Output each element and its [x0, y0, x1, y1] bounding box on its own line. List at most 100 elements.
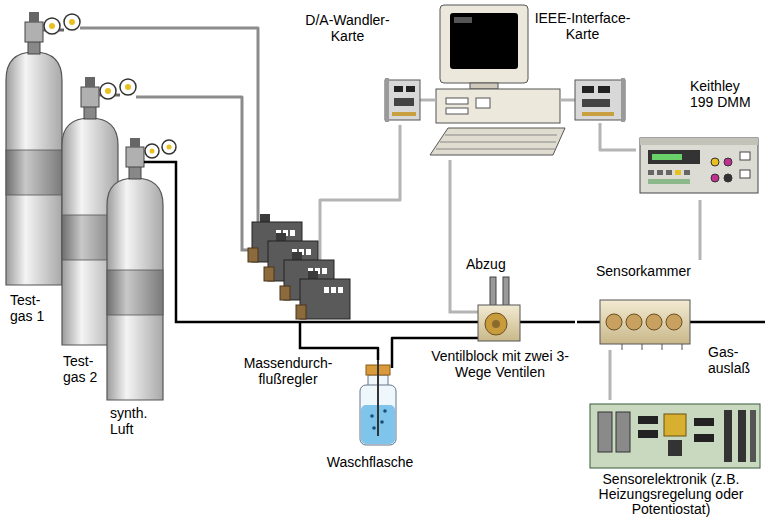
monitor: [440, 5, 528, 83]
gas-sensor: [626, 314, 642, 330]
valve-cable: [450, 160, 478, 312]
multimeter: [640, 138, 758, 193]
air-tube: [425, 321, 478, 324]
gas-sensor: [646, 314, 662, 330]
controller-knob: [260, 214, 270, 222]
node-label: Massendurch- flußregler: [238, 355, 338, 387]
cylinder-body: [6, 52, 62, 285]
board-chip: [638, 416, 658, 424]
wash-bottle: [360, 360, 396, 445]
controller-body: [300, 279, 350, 319]
drive-slot: [446, 98, 468, 104]
gas-bubble: [370, 414, 374, 418]
mass-flow-controller: Massendurch- flußregler: [230, 215, 355, 395]
gas-outlet-tube: [690, 321, 765, 324]
node-label: Waschflasche: [318, 454, 422, 470]
sensor-chamber: Sensorkammer: [592, 260, 707, 350]
card-chip: [598, 86, 610, 93]
meter-button: [648, 170, 654, 175]
controller-display: [290, 230, 295, 236]
key-row: [445, 135, 557, 136]
card-bracket: [621, 78, 625, 122]
exhaust-label: Abzug: [466, 256, 516, 272]
controller-knob: [308, 271, 318, 279]
valve-block: [425, 277, 575, 341]
valve-handle: [130, 138, 140, 147]
wash-bottle: Waschflasche: [318, 360, 424, 475]
chamber-housing: [600, 300, 690, 344]
meter-button: [666, 170, 672, 175]
valve-body: [81, 87, 99, 107]
flow-controller: [296, 271, 350, 319]
screen-glare: [454, 17, 472, 23]
outlet-label: Gas- auslaß: [708, 344, 754, 376]
meter-terminal: [711, 174, 719, 182]
pressure-gauge: [44, 18, 60, 34]
meter-switch: [740, 152, 750, 160]
board-transformer: [664, 414, 686, 436]
gauge-center: [150, 149, 155, 154]
label-anchor: Abzug: [466, 256, 516, 272]
circuit-board: [590, 404, 760, 468]
card-chip: [394, 86, 403, 92]
mass-flow-controllers: [230, 214, 355, 348]
card-chip: [582, 99, 610, 107]
meter-button: [675, 170, 681, 175]
node-label: Keithley 199 DMM: [690, 78, 760, 110]
meter-terminal: [724, 158, 732, 166]
gas-tube: [136, 96, 146, 99]
tube-connector: [577, 321, 592, 324]
gas-bubble: [383, 409, 387, 413]
board-chip: [638, 430, 658, 438]
card-chip: [406, 86, 415, 92]
sensor-pin: [682, 344, 683, 350]
air-tube: [425, 337, 478, 340]
air-tube: [300, 322, 355, 348]
gauge-center: [69, 19, 75, 25]
node-label: IEEE-Interface- Karte: [530, 10, 635, 42]
card-board: [575, 80, 625, 120]
board-connector: [750, 410, 756, 462]
control-cable: [319, 215, 322, 262]
gas-cylinder: Test- gas 1: [4, 10, 90, 330]
controller-display: [306, 249, 311, 255]
controller-valve: [280, 286, 290, 300]
card-chip: [394, 98, 414, 106]
gas-sensor: [666, 314, 682, 330]
controller-display: [331, 287, 336, 293]
gas-tube: [80, 27, 90, 30]
valve-handle: [85, 77, 95, 87]
drive-slot: [476, 98, 490, 108]
interface-card: IEEE-Interface- Karte: [530, 8, 637, 123]
gas-cylinder-3: [107, 138, 183, 400]
sensor-electronics: [590, 404, 760, 468]
air-tube: [520, 321, 575, 324]
card-bracket: [385, 78, 389, 122]
interface-card: D/A-Wandler- Karte: [300, 10, 430, 125]
gas-bubble: [380, 420, 384, 424]
meter-switch: [740, 170, 750, 178]
air-tube: [230, 321, 355, 324]
board-connector: [724, 410, 732, 462]
node-label: Ventilblock mit zwei 3-Wege Ventilen: [425, 348, 575, 380]
tube-connector: [609, 350, 612, 400]
sensor-pin: [622, 344, 623, 350]
node-label: Sensorelektronik (z.B. Heizungsregelung …: [580, 472, 762, 517]
exhaust-pipe: [503, 277, 509, 306]
node-label: Sensorkammer: [596, 263, 702, 279]
gas-cylinder: Test- gas 2: [58, 75, 146, 393]
tube-connector: [355, 321, 425, 324]
valve-body: [25, 22, 43, 42]
valve-coil: [485, 313, 507, 335]
controller-valve: [264, 267, 274, 281]
card-contacts: [582, 112, 614, 116]
inlet-tube: [377, 360, 379, 436]
valve-housing: [478, 305, 520, 341]
monitor-screen: [450, 13, 518, 69]
board-connector: [738, 410, 746, 462]
node-label: Test- gas 1: [10, 292, 56, 324]
tube-connector: [355, 348, 378, 360]
controller-valve: [248, 248, 258, 262]
controller-knob: [276, 233, 286, 241]
